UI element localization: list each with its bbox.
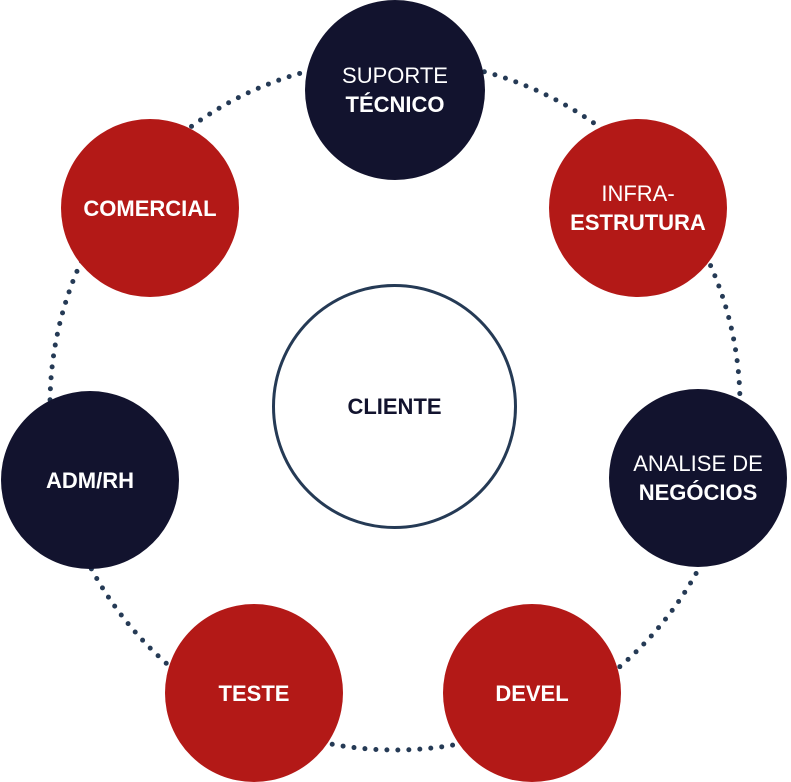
node-infraestrutura: INFRA- ESTRUTURA <box>549 119 727 297</box>
cliente-circle: CLIENTE <box>272 284 517 529</box>
node-line2: ESTRUTURA <box>570 210 706 235</box>
node-line1: SUPORTE <box>342 63 448 88</box>
node-analise-negocios: ANALISE DE NEGÓCIOS <box>609 389 787 567</box>
node-line1: ANALISE DE <box>633 451 763 476</box>
cliente-label: CLIENTE <box>347 394 442 419</box>
node-comercial: COMERCIAL <box>61 119 239 297</box>
node-line1: INFRA- <box>601 181 675 206</box>
node-label: ADM/RH <box>46 467 134 493</box>
node-line2: TÉCNICO <box>345 92 445 117</box>
node-label: COMERCIAL <box>83 195 217 221</box>
node-label: DEVEL <box>495 680 569 706</box>
node-label: TESTE <box>218 680 290 706</box>
node-adm-rh: ADM/RH <box>1 391 179 569</box>
node-teste: TESTE <box>165 604 343 782</box>
node-line2: NEGÓCIOS <box>638 480 758 505</box>
node-suporte-tecnico: SUPORTE TÉCNICO <box>305 0 485 180</box>
node-devel: DEVEL <box>443 604 621 782</box>
